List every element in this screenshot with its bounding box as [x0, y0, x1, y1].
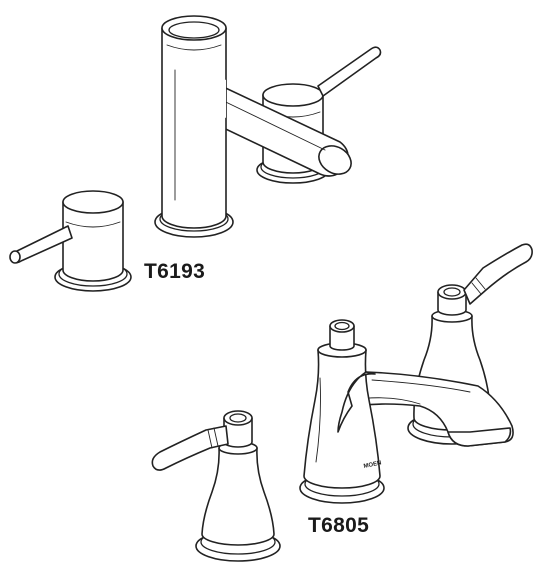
model-label-t6805: T6805 [308, 514, 370, 537]
t6805-left-handle [151, 410, 281, 562]
t6805-brand-mark: MOEN [363, 460, 382, 470]
t6193-main-body [154, 15, 234, 238]
model-label-t6193: T6193 [144, 260, 206, 283]
t6193-left-handle [9, 190, 132, 292]
faucet-t6193 [9, 15, 382, 292]
faucet-t6805: MOEN [151, 243, 533, 562]
t6805-main-body: MOEN [299, 319, 385, 504]
